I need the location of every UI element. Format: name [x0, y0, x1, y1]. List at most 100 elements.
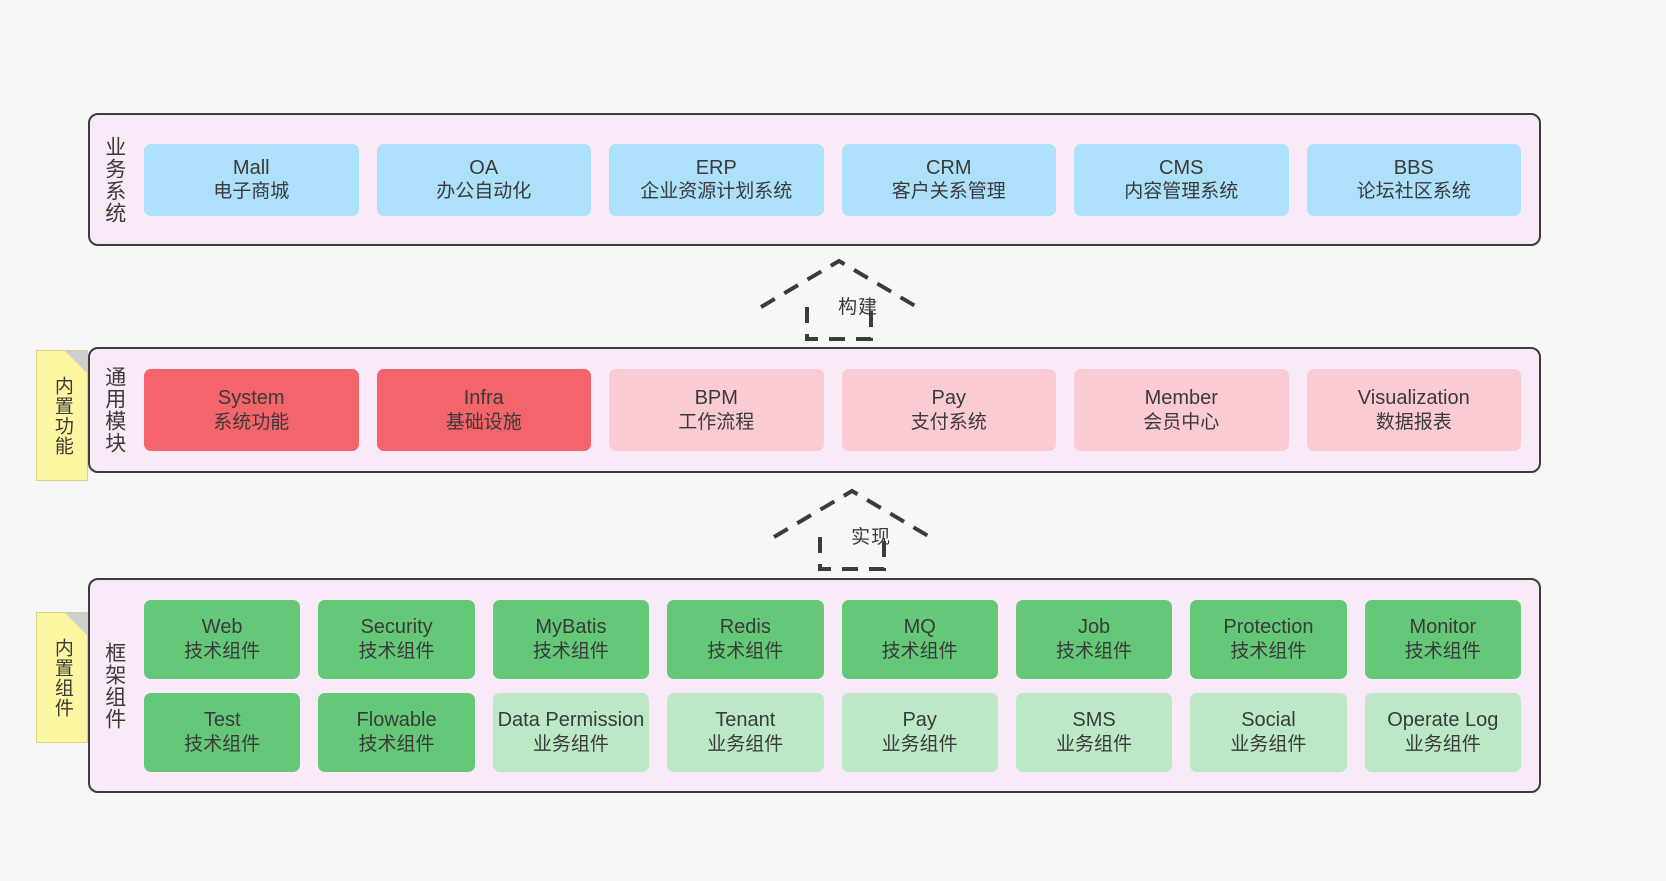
box-monitor[interactable]: Monitor 技术组件 — [1364, 599, 1521, 679]
box-test[interactable]: Test 技术组件 — [144, 692, 301, 772]
box-name: Web — [201, 616, 243, 639]
box-bpm[interactable]: BPM 工作流程 — [609, 369, 824, 451]
box-mq[interactable]: MQ 技术组件 — [841, 599, 998, 679]
box-operate-log[interactable]: Operate Log 业务组件 — [1364, 692, 1521, 772]
box-sub: 企业资源计划系统 — [640, 181, 793, 203]
box-sub: 技术组件 — [184, 640, 261, 662]
box-security[interactable]: Security 技术组件 — [318, 599, 475, 679]
box-bbs[interactable]: BBS 论坛社区系统 — [1306, 143, 1521, 216]
box-pay-module[interactable]: Pay 支付系统 — [841, 369, 1056, 451]
layer-framework-body: Web 技术组件 Security 技术组件 MyBatis 技术组件 Redi… — [138, 580, 1539, 791]
arrow-head-shape — [772, 488, 932, 539]
layer-business-title: 业务系统 — [102, 135, 126, 224]
box-mall[interactable]: Mall 电子商城 — [144, 143, 359, 216]
box-name: BPM — [694, 387, 738, 410]
box-system[interactable]: System 系统功能 — [144, 369, 359, 451]
box-name: Pay — [931, 387, 966, 410]
box-sub: 业务组件 — [881, 733, 958, 755]
arrow-stem-shape — [818, 537, 886, 571]
box-sub: 技术组件 — [707, 640, 784, 662]
box-name: Data Permission — [497, 709, 645, 732]
box-name: Test — [203, 709, 241, 732]
arrow-head-shape — [759, 258, 919, 309]
box-name: Infra — [463, 387, 504, 410]
box-tenant[interactable]: Tenant 业务组件 — [667, 692, 824, 772]
box-erp[interactable]: ERP 企业资源计划系统 — [609, 143, 824, 216]
layer-business-body: Mall 电子商城 OA 办公自动化 ERP 企业资源计划系统 CRM 客户关系… — [138, 115, 1539, 244]
box-sub: 技术组件 — [358, 640, 435, 662]
box-member[interactable]: Member 会员中心 — [1074, 369, 1289, 451]
box-sub: 内容管理系统 — [1124, 181, 1239, 203]
box-sub: 业务组件 — [1404, 733, 1481, 755]
box-sub: 技术组件 — [358, 733, 435, 755]
box-flowable[interactable]: Flowable 技术组件 — [318, 692, 475, 772]
note-label: 内置组件 — [51, 637, 73, 718]
box-infra[interactable]: Infra 基础设施 — [376, 369, 591, 451]
note-label: 内置功能 — [51, 375, 73, 456]
box-data-permission[interactable]: Data Permission 业务组件 — [492, 692, 650, 772]
box-name: MyBatis — [535, 616, 607, 639]
note-builtin-components: 内置组件 — [36, 612, 88, 743]
box-name: CMS — [1159, 156, 1204, 179]
framework-row-business: Test 技术组件 Flowable 技术组件 Data Permission … — [144, 692, 1521, 772]
box-name: BBS — [1393, 156, 1434, 179]
box-sub: 业务组件 — [532, 733, 609, 755]
box-sub: 业务组件 — [707, 733, 784, 755]
box-sub: 数据报表 — [1375, 411, 1452, 433]
box-name: Mall — [232, 156, 270, 179]
box-sub: 技术组件 — [881, 640, 958, 662]
box-name: Protection — [1223, 616, 1314, 639]
arrow-stem-shape — [805, 307, 873, 341]
box-sub: 会员中心 — [1143, 411, 1220, 433]
box-name: Job — [1077, 616, 1111, 639]
box-sub: 工作流程 — [678, 411, 755, 433]
connector-implement: 实现 — [772, 488, 932, 571]
connector-implement-label: 实现 — [851, 527, 892, 548]
box-sub: 技术组件 — [532, 640, 609, 662]
box-pay-component[interactable]: Pay 业务组件 — [841, 692, 998, 772]
framework-row-tech: Web 技术组件 Security 技术组件 MyBatis 技术组件 Redi… — [144, 599, 1521, 679]
box-name: MQ — [903, 616, 936, 639]
box-sub: 业务组件 — [1230, 733, 1307, 755]
box-oa[interactable]: OA 办公自动化 — [376, 143, 591, 216]
connector-build-label: 构建 — [838, 297, 879, 318]
box-sub: 技术组件 — [1404, 640, 1481, 662]
box-name: ERP — [695, 156, 737, 179]
box-sub: 办公自动化 — [436, 181, 532, 203]
box-cms[interactable]: CMS 内容管理系统 — [1074, 143, 1289, 216]
box-sms[interactable]: SMS 业务组件 — [1015, 692, 1173, 772]
box-name: OA — [469, 156, 499, 179]
box-sub: 技术组件 — [184, 733, 261, 755]
layer-framework-components: 框架组件 Web 技术组件 Security 技术组件 MyBatis 技术组件… — [88, 578, 1541, 793]
box-social[interactable]: Social 业务组件 — [1190, 692, 1347, 772]
box-name: Monitor — [1409, 616, 1477, 639]
note-builtin-features: 内置功能 — [36, 350, 88, 481]
box-sub: 业务组件 — [1056, 733, 1133, 755]
box-web[interactable]: Web 技术组件 — [144, 599, 301, 679]
box-name: Tenant — [715, 709, 776, 732]
box-crm[interactable]: CRM 客户关系管理 — [841, 143, 1056, 216]
connector-build: 构建 — [759, 258, 919, 341]
box-sub: 技术组件 — [1230, 640, 1307, 662]
box-name: Redis — [719, 616, 771, 639]
box-protection[interactable]: Protection 技术组件 — [1190, 599, 1347, 679]
layer-modules-title: 通用模块 — [102, 366, 126, 454]
note-fold-corner — [65, 351, 87, 373]
note-fold-corner — [65, 613, 87, 635]
box-redis[interactable]: Redis 技术组件 — [667, 599, 824, 679]
box-sub: 支付系统 — [910, 411, 987, 433]
box-visualization[interactable]: Visualization 数据报表 — [1306, 369, 1521, 451]
box-name: System — [217, 387, 285, 410]
box-sub: 论坛社区系统 — [1356, 181, 1471, 203]
box-sub: 电子商城 — [213, 181, 290, 203]
box-job[interactable]: Job 技术组件 — [1015, 599, 1173, 679]
layer-framework-title: 框架组件 — [102, 641, 126, 730]
layer-common-modules: 通用模块 System 系统功能 Infra 基础设施 BPM 工作流程 Pay… — [88, 347, 1541, 473]
box-sub: 基础设施 — [445, 411, 522, 433]
layer-business-systems: 业务系统 Mall 电子商城 OA 办公自动化 ERP 企业资源计划系统 CRM… — [88, 113, 1541, 246]
box-name: Security — [360, 616, 433, 639]
box-name: Pay — [902, 709, 937, 732]
box-mybatis[interactable]: MyBatis 技术组件 — [492, 599, 650, 679]
box-name: Social — [1241, 709, 1296, 732]
